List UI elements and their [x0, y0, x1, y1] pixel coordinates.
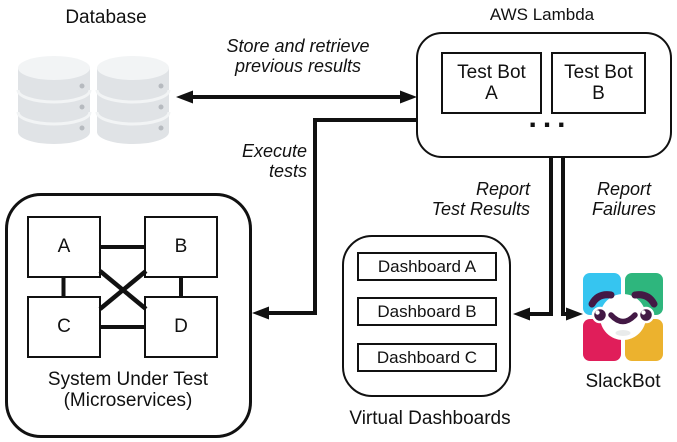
slackbot-face-background [600, 294, 646, 340]
dashboard-c-label: Dashboard C [376, 348, 478, 367]
report-test-results-line1: Report [475, 179, 530, 199]
service-b-label: B [174, 236, 188, 257]
report-failures-line1: Report [596, 179, 652, 199]
slackbot-left-eyebrow [588, 291, 615, 308]
service-a-label: A [57, 236, 71, 257]
aws-lambda-container: Test Bot A Test Bot B ... [416, 32, 672, 158]
dashboard-b-label: Dashboard B [377, 302, 477, 321]
store-retrieve-line1: Store and retrieve [226, 36, 370, 56]
aws-lambda-label: AWS Lambda [489, 5, 595, 24]
report-test-results-arrow [513, 157, 553, 321]
store-retrieve-label: Store and retrieve previous results [198, 36, 398, 76]
system-under-test-container: A B C D System Under Test (Microservices… [5, 193, 252, 438]
report-test-results-line2: Test Results [431, 199, 530, 219]
test-bot-b-name: Test Bot [564, 62, 633, 83]
service-a-box: A [27, 216, 101, 278]
slackbot-right-eye [637, 306, 655, 324]
slackbot-smile [608, 312, 638, 325]
database-icon [16, 56, 171, 144]
dashboard-b-box: Dashboard B [357, 297, 497, 326]
system-under-test-label: System Under Test (Microservices) [8, 369, 248, 411]
sut-label-line2: (Microservices) [63, 390, 193, 411]
dashboard-a-label: Dashboard A [377, 257, 477, 276]
report-failures-arrow [561, 157, 583, 321]
database-cylinder-left [16, 56, 92, 144]
virtual-dashboards-container: Dashboard A Dashboard B Dashboard C [342, 235, 511, 397]
execute-tests-label: Execute tests [205, 141, 307, 181]
service-c-label: C [57, 316, 71, 337]
slackbot-chin [615, 330, 631, 336]
report-failures-line2: Failures [591, 199, 657, 219]
report-failures-label: Report Failures [572, 179, 676, 219]
service-d-box: D [144, 296, 218, 358]
execute-tests-line2: tests [268, 161, 307, 181]
sut-label-line1: System Under Test [47, 369, 209, 390]
store-retrieve-line2: previous results [234, 56, 362, 76]
store-retrieve-arrow [176, 90, 417, 104]
test-bot-b-box: Test Bot B [551, 52, 646, 114]
test-bot-a-suffix: A [485, 83, 498, 104]
report-test-results-label: Report Test Results [408, 179, 530, 219]
execute-tests-arrow [252, 118, 416, 320]
dashboard-a-box: Dashboard A [357, 252, 497, 281]
test-bot-b-suffix: B [592, 83, 605, 104]
test-bot-a-box: Test Bot A [441, 52, 542, 114]
service-connectors [61, 245, 183, 329]
dashboard-c-box: Dashboard C [357, 343, 497, 372]
virtual-dashboards-label: Virtual Dashboards [349, 408, 511, 429]
database-label: Database [65, 7, 147, 28]
execute-tests-line1: Execute [241, 141, 307, 161]
service-d-label: D [174, 316, 188, 337]
slackbot-right-eyebrow [631, 291, 658, 308]
ellipsis-dots: ... [528, 101, 572, 134]
slackbot-label: SlackBot [585, 371, 661, 392]
service-b-box: B [144, 216, 218, 278]
database-cylinder-right [95, 56, 171, 144]
slackbot-icon [583, 273, 663, 361]
test-bot-a-name: Test Bot [457, 62, 526, 83]
connector-b-c [98, 269, 148, 311]
slackbot-left-eye [591, 306, 609, 324]
